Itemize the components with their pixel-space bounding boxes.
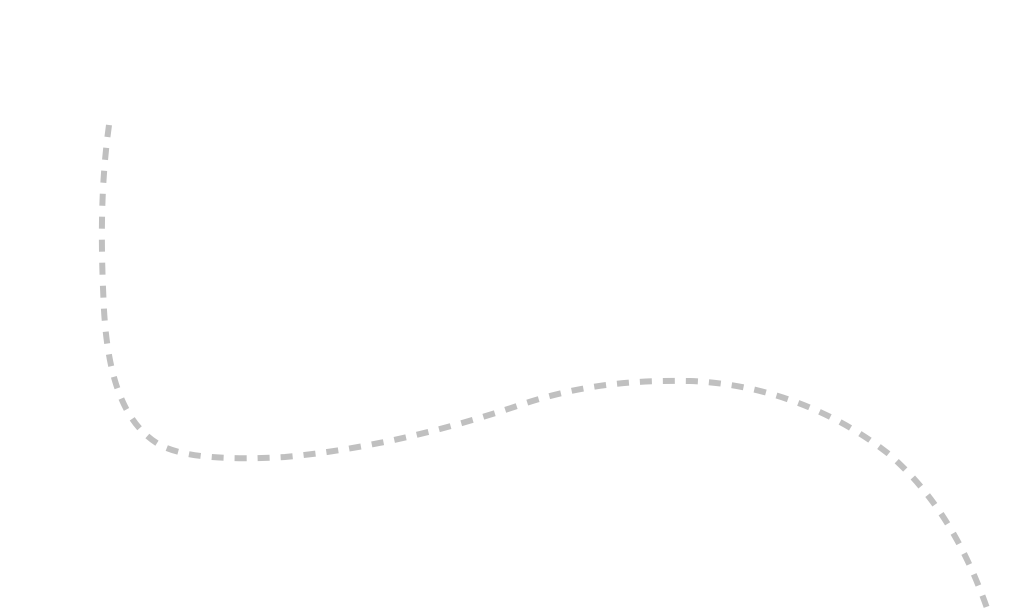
dashed-curve	[98, 124, 991, 611]
